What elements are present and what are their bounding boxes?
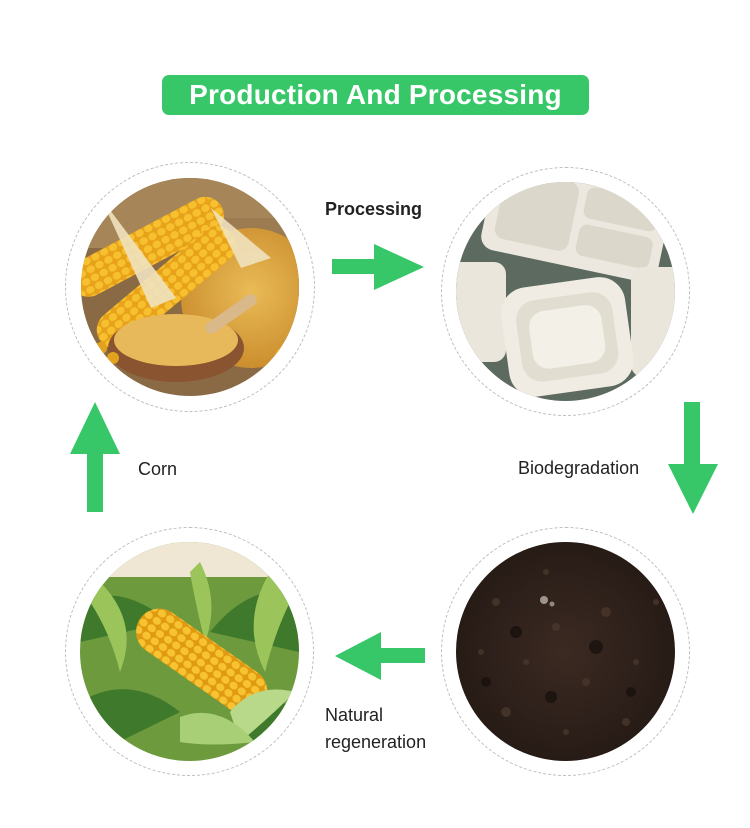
soil-ring xyxy=(441,527,690,776)
step-label-natural-line2: regeneration xyxy=(325,732,427,752)
step-label-natural-regeneration: Natural regeneration xyxy=(325,702,426,756)
tableware-ring xyxy=(441,167,690,416)
arrow-down-icon xyxy=(668,402,718,514)
biodegradable-tableware-photo xyxy=(456,182,675,401)
arrow-up-icon xyxy=(70,402,120,512)
page-title: Production And Processing xyxy=(162,75,589,115)
step-label-natural-line1: Natural xyxy=(325,705,384,725)
soil-photo xyxy=(456,542,675,761)
arrow-right-icon xyxy=(332,244,424,290)
corn-grain-photo xyxy=(81,178,299,396)
step-label-processing: Processing xyxy=(325,199,423,219)
corn-grain-ring xyxy=(65,162,315,412)
step-label-biodegradation: Biodegradation xyxy=(518,458,640,478)
arrow-left-icon xyxy=(335,632,425,680)
step-label-corn: Corn xyxy=(138,459,178,479)
corn-field-photo xyxy=(80,542,299,761)
corn-field-ring xyxy=(65,527,314,776)
